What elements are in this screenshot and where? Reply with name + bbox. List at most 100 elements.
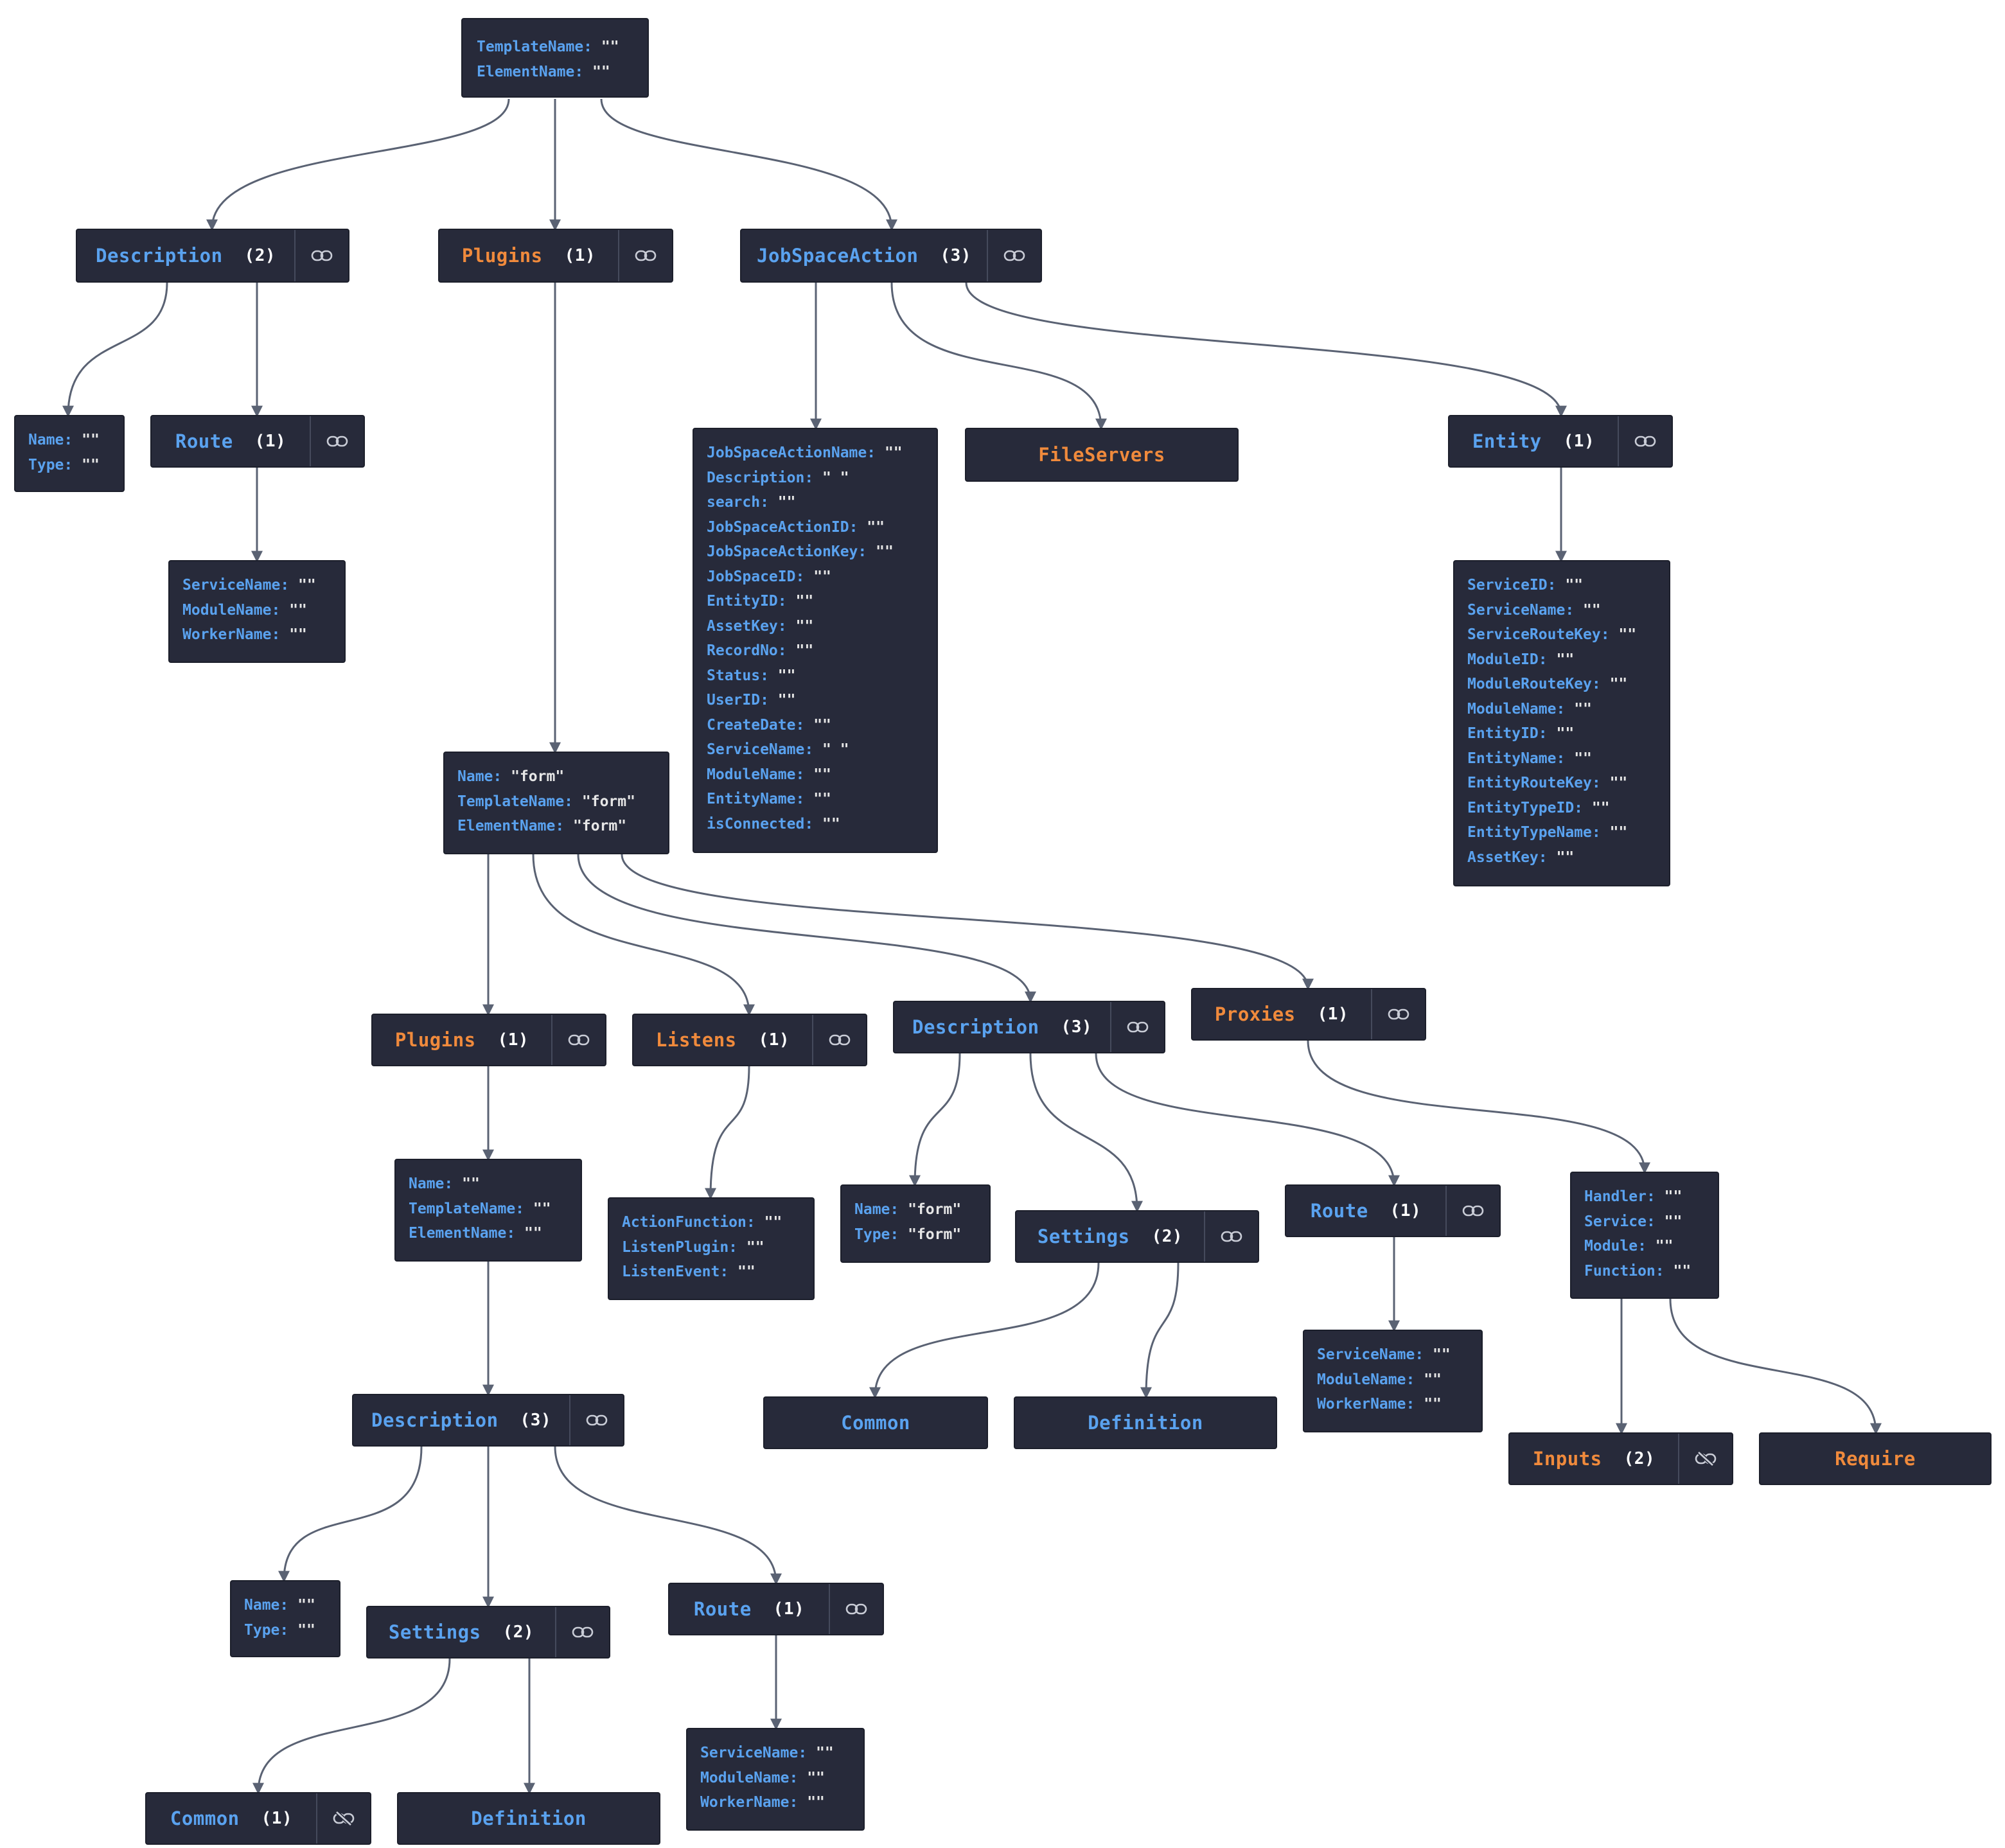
link-icon[interactable] — [569, 1395, 623, 1445]
unlink-icon[interactable] — [1678, 1434, 1732, 1484]
edge-proxies-require — [1669, 1298, 1882, 1435]
link-icon[interactable] — [812, 1015, 866, 1065]
property-value: " " — [822, 469, 849, 486]
node-label: Description — [912, 1016, 1039, 1038]
link-icon[interactable] — [555, 1607, 609, 1657]
link-icon[interactable] — [551, 1015, 605, 1065]
property-row: TemplateName: "form" — [457, 793, 635, 810]
proxies-props-node[interactable]: Handler: ""Service: ""Module: ""Function… — [1570, 1172, 1719, 1299]
property-key: TemplateName — [409, 1200, 516, 1217]
definition-node-2[interactable]: Definition — [397, 1792, 660, 1845]
description-props-node[interactable]: Name: ""Type: "" — [14, 415, 125, 492]
node-count: (3) — [940, 246, 971, 265]
link-icon[interactable] — [1445, 1186, 1499, 1236]
route-node-3[interactable]: Route(1) — [668, 1583, 884, 1635]
edge-settings3-common — [252, 1658, 451, 1795]
edge-settings2-common — [869, 1262, 1100, 1399]
property-row: ElementName: "form" — [457, 818, 627, 834]
link-icon[interactable] — [618, 230, 672, 281]
node-label: Settings — [388, 1621, 481, 1643]
property-value: "" — [1609, 775, 1628, 791]
link-icon[interactable] — [1110, 1002, 1164, 1052]
settings-node-2[interactable]: Settings(2) — [366, 1606, 610, 1659]
property-row: TemplateName: "" — [477, 39, 619, 55]
entity-props-node[interactable]: ServiceID: ""ServiceName: ""ServiceRoute… — [1453, 560, 1670, 886]
property-key: ServiceName — [1467, 601, 1566, 619]
property-key: CreateDate — [707, 716, 796, 734]
description-node[interactable]: Description(2) — [76, 229, 349, 283]
plugins-node-2[interactable]: Plugins(1) — [371, 1014, 606, 1066]
property-row: ServiceName: "" — [700, 1745, 834, 1761]
settings-node[interactable]: Settings(2) — [1015, 1210, 1259, 1263]
definition-node[interactable]: Definition — [1014, 1396, 1277, 1449]
link-icon[interactable] — [1618, 416, 1672, 466]
description-node-2[interactable]: Description(3) — [893, 1001, 1165, 1053]
fileservers-node[interactable]: FileServers — [965, 428, 1239, 482]
root-node[interactable]: TemplateName: ""ElementName: "" — [461, 18, 649, 98]
entity-node[interactable]: Entity(1) — [1448, 415, 1673, 468]
property-row: UserID: "" — [707, 692, 796, 708]
proxies-node[interactable]: Proxies(1) — [1191, 988, 1426, 1041]
property-row: CreateDate: "" — [707, 716, 831, 734]
property-value: "form" — [511, 768, 565, 785]
jobspaceaction-props-node[interactable]: JobSpaceActionName: ""Description: " "se… — [693, 428, 938, 853]
property-key: WorkerName — [182, 626, 272, 643]
route-node[interactable]: Route(1) — [150, 415, 365, 468]
plugins-node[interactable]: Plugins(1) — [438, 229, 673, 283]
property-value: "form" — [908, 1226, 962, 1243]
link-icon[interactable] — [294, 230, 348, 281]
property-key: ModuleName — [1467, 700, 1557, 717]
edge-jsa-entity — [965, 282, 1567, 418]
property-key: ServiceRouteKey — [1467, 626, 1601, 643]
property-key: Service — [1584, 1213, 1647, 1230]
property-row: ServiceName: "" — [1317, 1346, 1451, 1363]
route-node-2[interactable]: Route(1) — [1285, 1184, 1501, 1237]
property-value: "" — [592, 63, 610, 80]
property-value: "" — [1583, 601, 1601, 619]
property-key: Type — [244, 1621, 280, 1639]
link-icon[interactable] — [987, 230, 1041, 281]
property-row: RecordNo: "" — [707, 642, 814, 659]
description-node-3[interactable]: Description(3) — [352, 1394, 624, 1447]
node-label: JobSpaceAction — [757, 245, 919, 267]
property-key: ModuleName — [182, 601, 272, 619]
listens-node[interactable]: Listens(1) — [632, 1014, 867, 1066]
description-props-node-3[interactable]: Name: ""Type: "" — [230, 1580, 340, 1657]
property-row: ListenPlugin: "" — [622, 1238, 764, 1256]
property-key: Name — [28, 432, 64, 448]
property-value: "" — [1556, 651, 1575, 668]
link-icon[interactable] — [829, 1584, 883, 1634]
property-value: "" — [876, 543, 894, 560]
node-label: Require — [1835, 1448, 1916, 1470]
property-row: JobSpaceActionKey: "" — [707, 543, 894, 560]
route-props-node[interactable]: ServiceName: ""ModuleName: ""WorkerName:… — [168, 560, 346, 663]
property-row: EntityRouteKey: "" — [1467, 775, 1628, 791]
property-value: "" — [462, 1175, 480, 1192]
node-count: (1) — [261, 1809, 293, 1828]
jobspaceaction-node[interactable]: JobSpaceAction (3) — [740, 229, 1042, 283]
property-row: Name: "" — [28, 432, 100, 448]
node-count: (2) — [1151, 1227, 1183, 1246]
property-key: ModuleName — [700, 1769, 790, 1786]
inputs-node[interactable]: Inputs(2) — [1508, 1432, 1733, 1485]
property-key: UserID — [707, 692, 761, 708]
listens-props-node[interactable]: ActionFunction: ""ListenPlugin: ""Listen… — [608, 1197, 815, 1300]
link-icon[interactable] — [310, 416, 364, 466]
common-node[interactable]: Common — [763, 1396, 988, 1449]
unlink-icon[interactable] — [316, 1793, 370, 1844]
property-row: ServiceRouteKey: "" — [1467, 626, 1637, 643]
form-node[interactable]: Name: "form"TemplateName: "form"ElementN… — [443, 752, 669, 854]
property-row: Name: "form" — [854, 1201, 962, 1218]
plugins-props-node[interactable]: Name: ""TemplateName: ""ElementName: "" — [394, 1159, 582, 1262]
route-props-node-3[interactable]: ServiceName: ""ModuleName: ""WorkerName:… — [686, 1728, 865, 1831]
require-node[interactable]: Require — [1759, 1432, 1992, 1485]
node-count: (1) — [564, 246, 596, 265]
description-props-node-2[interactable]: Name: "form"Type: "form" — [840, 1184, 991, 1263]
route-props-node-2[interactable]: ServiceName: ""ModuleName: ""WorkerName:… — [1303, 1330, 1483, 1432]
common-node-2[interactable]: Common(1) — [145, 1792, 371, 1845]
link-icon[interactable] — [1371, 989, 1425, 1039]
node-count: (1) — [1390, 1201, 1422, 1220]
property-value: "" — [884, 444, 903, 461]
property-row: ModuleName: "" — [700, 1769, 825, 1786]
link-icon[interactable] — [1204, 1211, 1258, 1262]
